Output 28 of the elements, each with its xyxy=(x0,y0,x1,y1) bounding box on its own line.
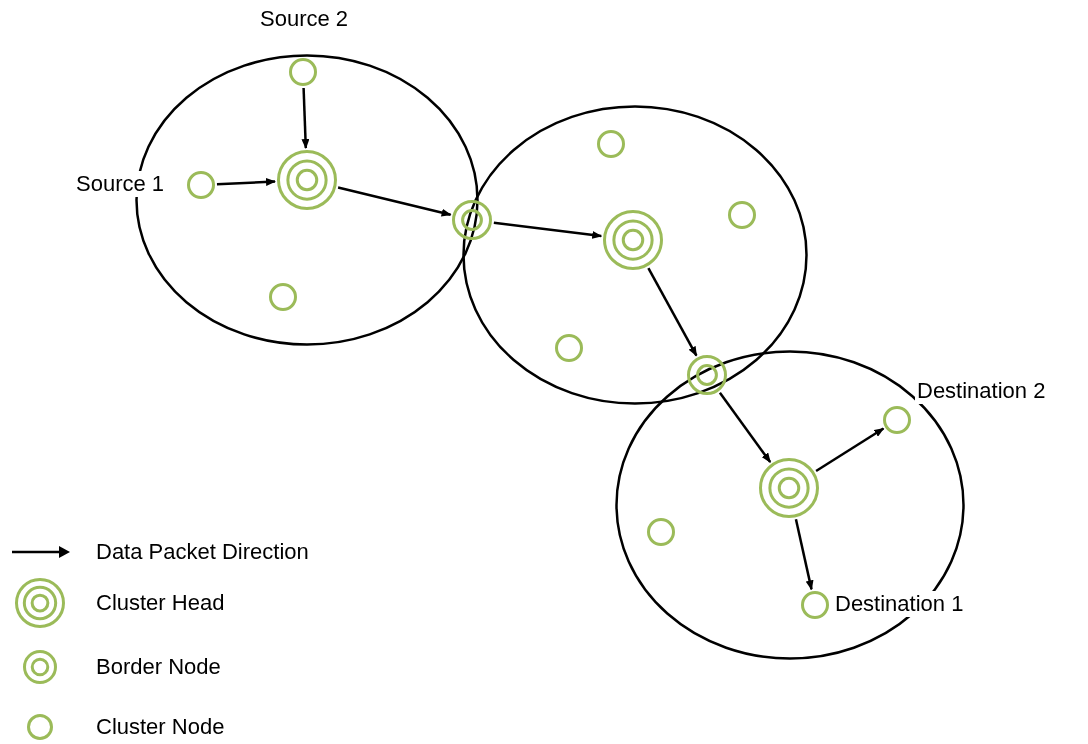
arrow xyxy=(301,87,310,149)
arrow xyxy=(493,221,603,239)
cluster-node-circle xyxy=(801,591,829,619)
arrow xyxy=(815,427,885,472)
border-node-circle xyxy=(452,200,492,240)
cluster-node-circle xyxy=(728,201,756,229)
border-node-circle xyxy=(687,355,727,395)
cluster-node-circle xyxy=(187,171,215,199)
arrow xyxy=(718,392,772,463)
arrow xyxy=(337,186,452,217)
legend-label: Cluster Node xyxy=(96,714,225,740)
cluster-node-circle xyxy=(269,283,297,311)
cluster-node-circle xyxy=(647,518,675,546)
legend-label: Cluster Head xyxy=(96,590,225,616)
legend-label: Border Node xyxy=(96,654,221,680)
cluster-node-circle xyxy=(597,130,625,158)
node-caption: Destination 1 xyxy=(833,591,966,617)
cluster-node-circle xyxy=(289,58,317,86)
cluster-head-circle xyxy=(603,210,663,270)
cluster-head-circle xyxy=(277,150,337,210)
cluster-head-circle xyxy=(759,458,819,518)
cluster-node-circle xyxy=(883,406,911,434)
arrow xyxy=(216,177,277,186)
cluster-node-circle xyxy=(555,334,583,362)
arrow xyxy=(647,267,698,357)
legend-label: Data Packet Direction xyxy=(96,539,309,565)
cluster-ellipse xyxy=(462,105,808,405)
arrow xyxy=(794,518,814,591)
